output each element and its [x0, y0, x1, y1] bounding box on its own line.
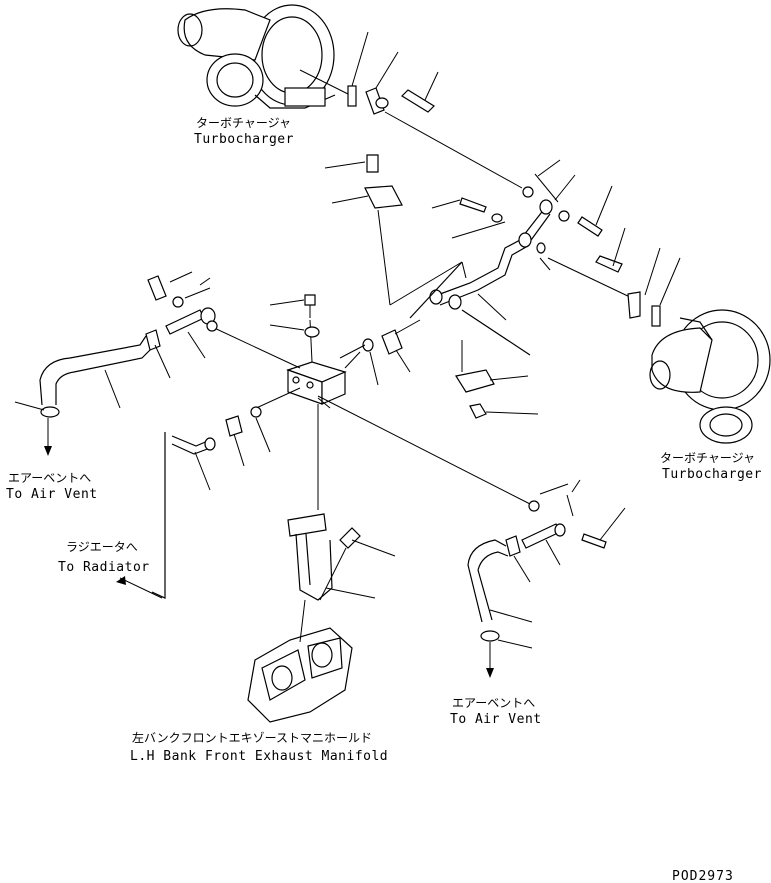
central-block — [209, 319, 535, 510]
top-flange-parts — [347, 31, 523, 189]
turbo-right-label-en: Turbocharger — [662, 467, 762, 482]
exhaust-manifold — [247, 599, 353, 723]
drawing-code: POD2973 — [672, 869, 734, 883]
turbocharger-top — [177, 4, 351, 109]
right-fittings — [339, 319, 421, 386]
right-hose-parts — [467, 479, 626, 678]
clip-parts — [455, 340, 539, 419]
turbo-right-label-jp: ターボチャージャ — [660, 451, 755, 465]
radiator-label-en: To Radiator — [58, 560, 150, 575]
airvent-right-label-en: To Air Vent — [450, 712, 542, 727]
radiator-pipe — [116, 406, 271, 599]
top-bolt-washer — [269, 294, 320, 338]
turbo-top-label-en: Turbocharger — [194, 132, 294, 147]
upper-bracket — [324, 154, 463, 306]
airvent-left-label-jp: エアーベントへ — [8, 471, 91, 485]
airvent-left-label-en: To Air Vent — [6, 487, 98, 502]
turbocharger-right — [649, 309, 771, 444]
radiator-label-jp: ラジエータへ — [66, 540, 138, 554]
support-bracket — [287, 513, 396, 601]
manifold-label-jp: 左バンクフロントエキゾーストマニホールド — [132, 730, 372, 745]
left-hose-parts — [14, 271, 218, 456]
airvent-right-label-jp: エアーベントへ — [452, 696, 535, 710]
right-small-parts — [431, 159, 681, 327]
manifold-label-en: L.H Bank Front Exhaust Manifold — [130, 749, 388, 764]
turbo-top-label-jp: ターボチャージャ — [196, 116, 291, 130]
pipe-assembly — [409, 199, 553, 356]
